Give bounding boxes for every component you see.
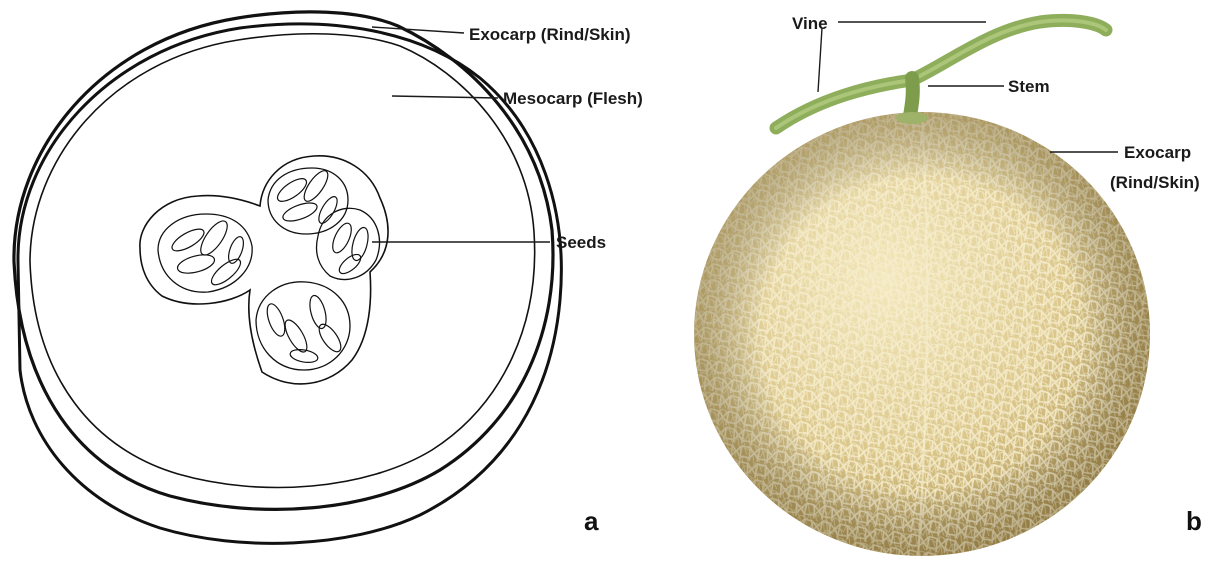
seed xyxy=(315,194,340,226)
seed xyxy=(329,221,355,256)
melon-body xyxy=(690,110,1160,561)
leader-mesocarp-a xyxy=(392,96,498,98)
label-exocarp-b-line2: (Rind/Skin) xyxy=(1110,173,1200,192)
label-seeds-a: Seeds xyxy=(556,233,606,252)
seed xyxy=(226,235,247,265)
seed xyxy=(176,251,217,276)
panel-a-cross-section: Exocarp (Rind/Skin) Mesocarp (Flesh) See… xyxy=(14,12,643,543)
leader-vine-b-down xyxy=(818,28,822,92)
seed xyxy=(208,255,245,289)
seed-cavity xyxy=(140,156,388,384)
vine xyxy=(776,20,1106,128)
label-exocarp-b-line1: Exocarp xyxy=(1124,143,1191,162)
seed-chamber-bottom xyxy=(256,282,350,370)
seed-chamber-left xyxy=(158,214,252,292)
label-exocarp-a: Exocarp (Rind/Skin) xyxy=(469,25,631,44)
label-mesocarp-a: Mesocarp (Flesh) xyxy=(503,89,643,108)
seed-chamber-right xyxy=(317,208,380,279)
leader-exocarp-a xyxy=(372,27,464,33)
mesocarp-boundary xyxy=(30,34,535,488)
stem xyxy=(910,78,913,116)
seed xyxy=(289,348,319,365)
seed xyxy=(264,302,289,339)
vine-and-stem xyxy=(776,20,1106,128)
seed xyxy=(281,199,320,224)
panel-letter-b: b xyxy=(1186,506,1202,536)
seed xyxy=(336,251,364,277)
panel-b-melon: Vine Stem Exocarp (Rind/Skin) b xyxy=(690,14,1202,561)
label-stem-b: Stem xyxy=(1008,77,1050,96)
seed xyxy=(274,175,310,206)
exocarp-outer-ring xyxy=(14,12,553,510)
seed xyxy=(315,321,345,355)
label-vine-b: Vine xyxy=(792,14,828,33)
panel-letter-a: a xyxy=(584,506,599,536)
seeds-group xyxy=(169,167,371,364)
